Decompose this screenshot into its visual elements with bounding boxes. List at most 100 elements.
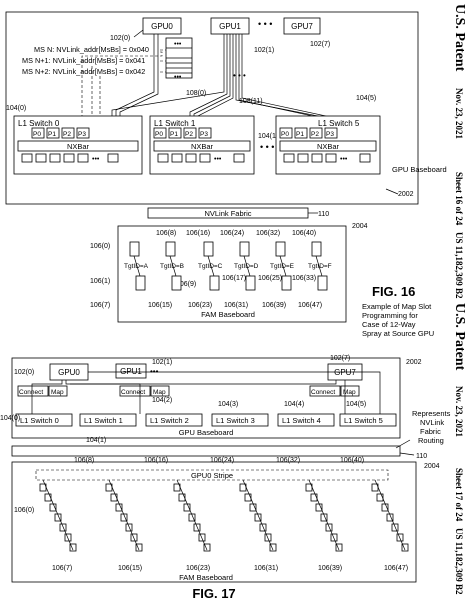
ref-106-0: 106(0) bbox=[90, 243, 110, 250]
svg-text:106(16): 106(16) bbox=[186, 230, 210, 237]
fam-targets: TgtID=A TgtID=B TgtID=C TgtID=D TgtID=E … bbox=[124, 263, 332, 270]
svg-text:Case of 12-Way: Case of 12-Way bbox=[362, 320, 416, 329]
side-header-bottom: U.S. Patent Nov. 23, 2021 Sheet 17 of 24… bbox=[452, 303, 467, 595]
ref-104-1: 104(1) bbox=[258, 133, 278, 140]
ref-2002: 2002 bbox=[398, 191, 414, 198]
ref-106-7: 106(7) bbox=[90, 302, 110, 309]
svg-text:Connect: Connect bbox=[311, 389, 335, 396]
svg-text:L1 Switch 0: L1 Switch 0 bbox=[20, 416, 59, 425]
fig17: 2002 102(0) GPU0 GPU1 ••• 102(1) GPU7 10… bbox=[0, 355, 451, 601]
ref-110-17: 110 bbox=[416, 453, 427, 460]
svg-text:NXBar: NXBar bbox=[67, 142, 90, 151]
fam-bottom-refs: 106(15) 106(23) 106(31) 106(39) 106(47) bbox=[148, 302, 322, 309]
svg-text:L1 Switch 4: L1 Switch 4 bbox=[282, 416, 321, 425]
patent-number: US 11,182,309 B2 bbox=[454, 232, 464, 299]
svg-text:P2: P2 bbox=[63, 131, 71, 138]
svg-text:Map: Map bbox=[343, 389, 356, 396]
ref-108-0: 108(0) bbox=[186, 90, 206, 97]
fam-module bbox=[129, 241, 140, 257]
svg-text:106(25): 106(25) bbox=[258, 275, 282, 282]
svg-text:Map: Map bbox=[51, 389, 64, 396]
svg-text:106(24): 106(24) bbox=[220, 230, 244, 237]
fam-module bbox=[335, 543, 343, 552]
fam-module bbox=[254, 513, 262, 522]
ref-102-0-17: 102(0) bbox=[14, 369, 34, 376]
ref-102-7: 102(7) bbox=[310, 41, 330, 48]
svg-text:106(17): 106(17) bbox=[222, 275, 246, 282]
svg-text:106(8): 106(8) bbox=[156, 230, 176, 237]
svg-text:L1 Switch 1: L1 Switch 1 bbox=[84, 416, 123, 425]
ref-104-0-17: 104(0) bbox=[0, 415, 20, 422]
svg-text:L1 Switch 2: L1 Switch 2 bbox=[150, 416, 189, 425]
gpu0-stripe-label: GPU0 Stripe bbox=[191, 471, 233, 480]
side-header-top: U.S. Patent Nov. 23, 2021 Sheet 16 of 24… bbox=[452, 4, 467, 299]
fam-module bbox=[244, 493, 252, 502]
svg-text:NXBar: NXBar bbox=[191, 142, 214, 151]
fam-top-refs: 106(8) 106(16) 106(24) 106(32) 106(40) bbox=[156, 230, 316, 237]
switch-0-label: L1 Switch 0 bbox=[18, 119, 60, 128]
svg-text:106(24): 106(24) bbox=[210, 457, 234, 464]
svg-text:106(16): 106(16) bbox=[144, 457, 168, 464]
svg-text:L1 Switch 5: L1 Switch 5 bbox=[344, 416, 383, 425]
svg-text:P0: P0 bbox=[33, 131, 41, 138]
svg-text:P1: P1 bbox=[48, 131, 56, 138]
switch-1-label: L1 Switch 1 bbox=[154, 119, 196, 128]
patent-label: U.S. Patent bbox=[452, 4, 467, 72]
svg-text:•••: ••• bbox=[214, 156, 222, 163]
fam-module bbox=[203, 241, 214, 257]
fam-module bbox=[44, 493, 52, 502]
svg-text:Connect: Connect bbox=[19, 389, 43, 396]
svg-text:106(47): 106(47) bbox=[298, 302, 322, 309]
svg-text:106(23): 106(23) bbox=[188, 302, 212, 309]
svg-text:• • •: • • • bbox=[233, 71, 246, 80]
nvlink-fabric-17 bbox=[11, 445, 401, 457]
ms-line-2: MS N+2: NVLink_addr[MsBs] = 0x042 bbox=[22, 67, 145, 76]
switch-0: L1 Switch 0 P0 P1 P2 P3 NXBar ••• bbox=[13, 115, 143, 175]
ref-2004-17: 2004 bbox=[424, 463, 440, 470]
svg-text:TgtID=B: TgtID=B bbox=[160, 263, 184, 270]
svg-text:TgtID=D: TgtID=D bbox=[234, 263, 259, 270]
fam-baseboard-frame-17 bbox=[11, 461, 417, 583]
gpu-ellipsis: • • • bbox=[258, 19, 272, 29]
svg-text:106(31): 106(31) bbox=[224, 302, 248, 309]
ref-104-5-17: 104(5) bbox=[346, 401, 366, 408]
fam-module bbox=[135, 543, 143, 552]
fig16: GPU Baseboard 2002 GPU0 GPU1 • • • GPU7 … bbox=[5, 11, 447, 338]
fam-module bbox=[54, 513, 62, 522]
svg-text:•••: ••• bbox=[150, 367, 159, 376]
ref-104-0: 104(0) bbox=[6, 105, 26, 112]
gpu7-box bbox=[283, 17, 321, 35]
svg-text:P0: P0 bbox=[155, 131, 163, 138]
svg-text:P1: P1 bbox=[296, 131, 304, 138]
svg-text:L1 Switch 3: L1 Switch 3 bbox=[216, 416, 255, 425]
ref-102-0: 102(0) bbox=[110, 35, 130, 42]
svg-text:106(7): 106(7) bbox=[52, 565, 72, 572]
svg-text:Spray at Source GPU: Spray at Source GPU bbox=[362, 329, 434, 338]
ref-110: 110 bbox=[318, 211, 329, 218]
svg-text:•••: ••• bbox=[174, 74, 182, 81]
svg-text:106(39): 106(39) bbox=[262, 302, 286, 309]
svg-text:P3: P3 bbox=[200, 131, 208, 138]
sheet-number-2: Sheet 17 of 24 bbox=[454, 468, 464, 522]
svg-text:106(15): 106(15) bbox=[148, 302, 172, 309]
svg-text:P1: P1 bbox=[170, 131, 178, 138]
fam-module bbox=[110, 493, 118, 502]
patent-date: Nov. 23, 2021 bbox=[454, 88, 464, 140]
fam-module bbox=[376, 493, 384, 502]
gpu0-label: GPU0 bbox=[151, 22, 173, 31]
fam-module bbox=[311, 241, 322, 257]
gpu7-label: GPU7 bbox=[291, 22, 313, 31]
fam-mid-refs: 106(17) 106(25) 106(33) 106(9) bbox=[176, 275, 316, 288]
fam-baseboard-frame bbox=[117, 225, 347, 323]
svg-text:106(40): 106(40) bbox=[340, 457, 364, 464]
svg-text:106(33): 106(33) bbox=[292, 275, 316, 282]
switch-5: L1 Switch 5 P0 P1 P2 P3 NXBar ••• bbox=[275, 115, 381, 175]
fam-module bbox=[120, 513, 128, 522]
svg-text:Map: Map bbox=[153, 389, 166, 396]
svg-text:TgtID=A: TgtID=A bbox=[124, 263, 149, 270]
fam-module bbox=[239, 241, 250, 257]
svg-text:NVLink: NVLink bbox=[420, 418, 444, 427]
svg-text:GPU0: GPU0 bbox=[58, 368, 80, 377]
fam-module bbox=[203, 543, 211, 552]
